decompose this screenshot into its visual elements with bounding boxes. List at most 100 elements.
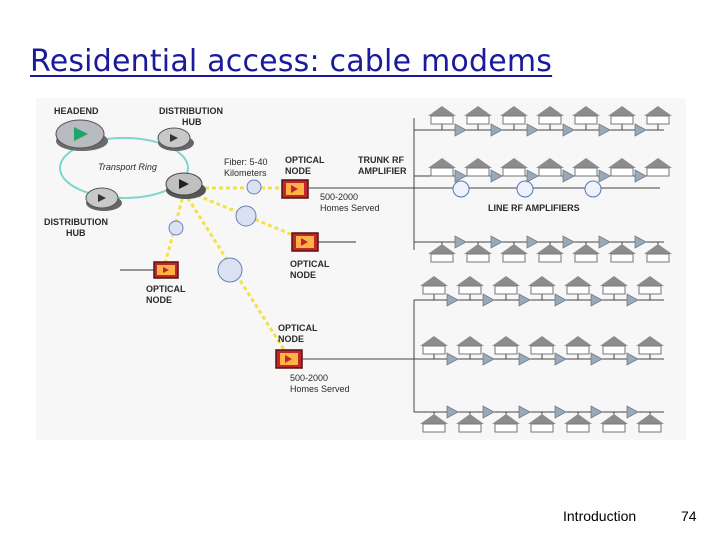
- fiber-label-line1: Fiber: 5-40: [224, 157, 268, 167]
- house: [492, 414, 520, 433]
- house: [428, 158, 456, 177]
- house: [636, 336, 664, 355]
- amplifier-marker: [554, 352, 567, 366]
- node3-label-line1: OPTICAL: [146, 284, 186, 294]
- amplifier-marker: [562, 123, 575, 137]
- node1-label-line2: NODE: [285, 166, 311, 176]
- amplifier-marker: [634, 235, 647, 249]
- amplifier-marker: [482, 293, 495, 307]
- house: [608, 244, 636, 263]
- amplifier-marker: [598, 123, 611, 137]
- amplifier-marker: [590, 352, 603, 366]
- house: [500, 106, 528, 125]
- amplifier-marker: [482, 352, 495, 366]
- amplifier-marker: [454, 123, 467, 137]
- house: [636, 414, 664, 433]
- amplifier-marker: [598, 235, 611, 249]
- amplifier-marker: [518, 405, 531, 419]
- diagram-panel: [36, 98, 686, 440]
- distribution-hub-center: [165, 172, 206, 199]
- amplifier-marker: [518, 293, 531, 307]
- house: [644, 106, 672, 125]
- node1-label-line1: OPTICAL: [285, 155, 325, 165]
- amplifier-marker: [626, 352, 639, 366]
- house: [536, 106, 564, 125]
- hub-left-play-icon: [98, 194, 106, 202]
- amplifier-marker: [626, 293, 639, 307]
- amplifier-marker: [598, 169, 611, 183]
- house: [492, 336, 520, 355]
- house: [572, 158, 600, 177]
- amplifier-marker: [490, 123, 503, 137]
- hub-top-label-line1: DISTRIBUTION: [159, 106, 223, 116]
- line-rf-amplifiers: [452, 180, 602, 198]
- branch-rows: [420, 106, 672, 433]
- optical-node-1: [281, 179, 309, 199]
- house: [528, 414, 556, 433]
- homes1-label-line2: Homes Served: [320, 203, 380, 213]
- house: [572, 106, 600, 125]
- house: [644, 244, 672, 263]
- amplifier-marker: [454, 235, 467, 249]
- amplifier-marker: [446, 352, 459, 366]
- amplifier-marker: [446, 293, 459, 307]
- amplifier-marker: [562, 169, 575, 183]
- amplifier-marker: [482, 405, 495, 419]
- amplifier-marker: [446, 405, 459, 419]
- house: [456, 336, 484, 355]
- house: [464, 106, 492, 125]
- house: [456, 414, 484, 433]
- slide-title: Residential access: cable modems: [30, 44, 553, 79]
- trunk-label-line1: TRUNK RF: [358, 155, 404, 165]
- trunk-label-line2: AMPLIFIER: [358, 166, 407, 176]
- house: [420, 336, 448, 355]
- hub-left-label-line1: DISTRIBUTION: [44, 217, 108, 227]
- house: [644, 158, 672, 177]
- house: [500, 244, 528, 263]
- amplifier-marker: [518, 352, 531, 366]
- line-rf-label: LINE RF AMPLIFIERS: [488, 203, 580, 213]
- amplifier-marker: [634, 123, 647, 137]
- footer-label: Introduction: [563, 508, 637, 524]
- house: [572, 244, 600, 263]
- homes4-label-line1: 500-2000: [290, 373, 328, 383]
- amplifier-marker: [634, 169, 647, 183]
- amplifier-marker: [590, 405, 603, 419]
- house: [528, 276, 556, 295]
- transport-ring-label: Transport Ring: [98, 162, 157, 172]
- amplifier-marker: [554, 293, 567, 307]
- house: [464, 158, 492, 177]
- headend: [55, 119, 108, 151]
- house: [600, 336, 628, 355]
- hub-left-label-line2: HUB: [66, 228, 86, 238]
- distribution-hub-top: [157, 127, 194, 151]
- amplifier-marker: [526, 235, 539, 249]
- house: [428, 244, 456, 263]
- house: [428, 106, 456, 125]
- homes1-label-line1: 500-2000: [320, 192, 358, 202]
- house: [536, 244, 564, 263]
- house: [608, 106, 636, 125]
- node4-label-line1: OPTICAL: [278, 323, 318, 333]
- headend-label: HEADEND: [54, 106, 99, 116]
- amplifier-marker: [590, 293, 603, 307]
- amplifier-marker: [626, 405, 639, 419]
- house: [608, 158, 636, 177]
- fiber-label-line2: Kilometers: [224, 168, 267, 178]
- house: [600, 276, 628, 295]
- amplifier-marker: [526, 123, 539, 137]
- optical-node-4: [275, 349, 303, 369]
- distribution-hub-left: [85, 187, 122, 211]
- house: [528, 336, 556, 355]
- fiber-splices: [168, 179, 262, 283]
- hub-top-label-line2: HUB: [182, 117, 202, 127]
- node2-label-line1: OPTICAL: [290, 259, 330, 269]
- amplifier-marker: [554, 405, 567, 419]
- house: [600, 414, 628, 433]
- house: [536, 158, 564, 177]
- optical-node-3: [153, 261, 179, 279]
- page-number: 74: [681, 508, 697, 524]
- house: [492, 276, 520, 295]
- transport-ring: [59, 137, 189, 199]
